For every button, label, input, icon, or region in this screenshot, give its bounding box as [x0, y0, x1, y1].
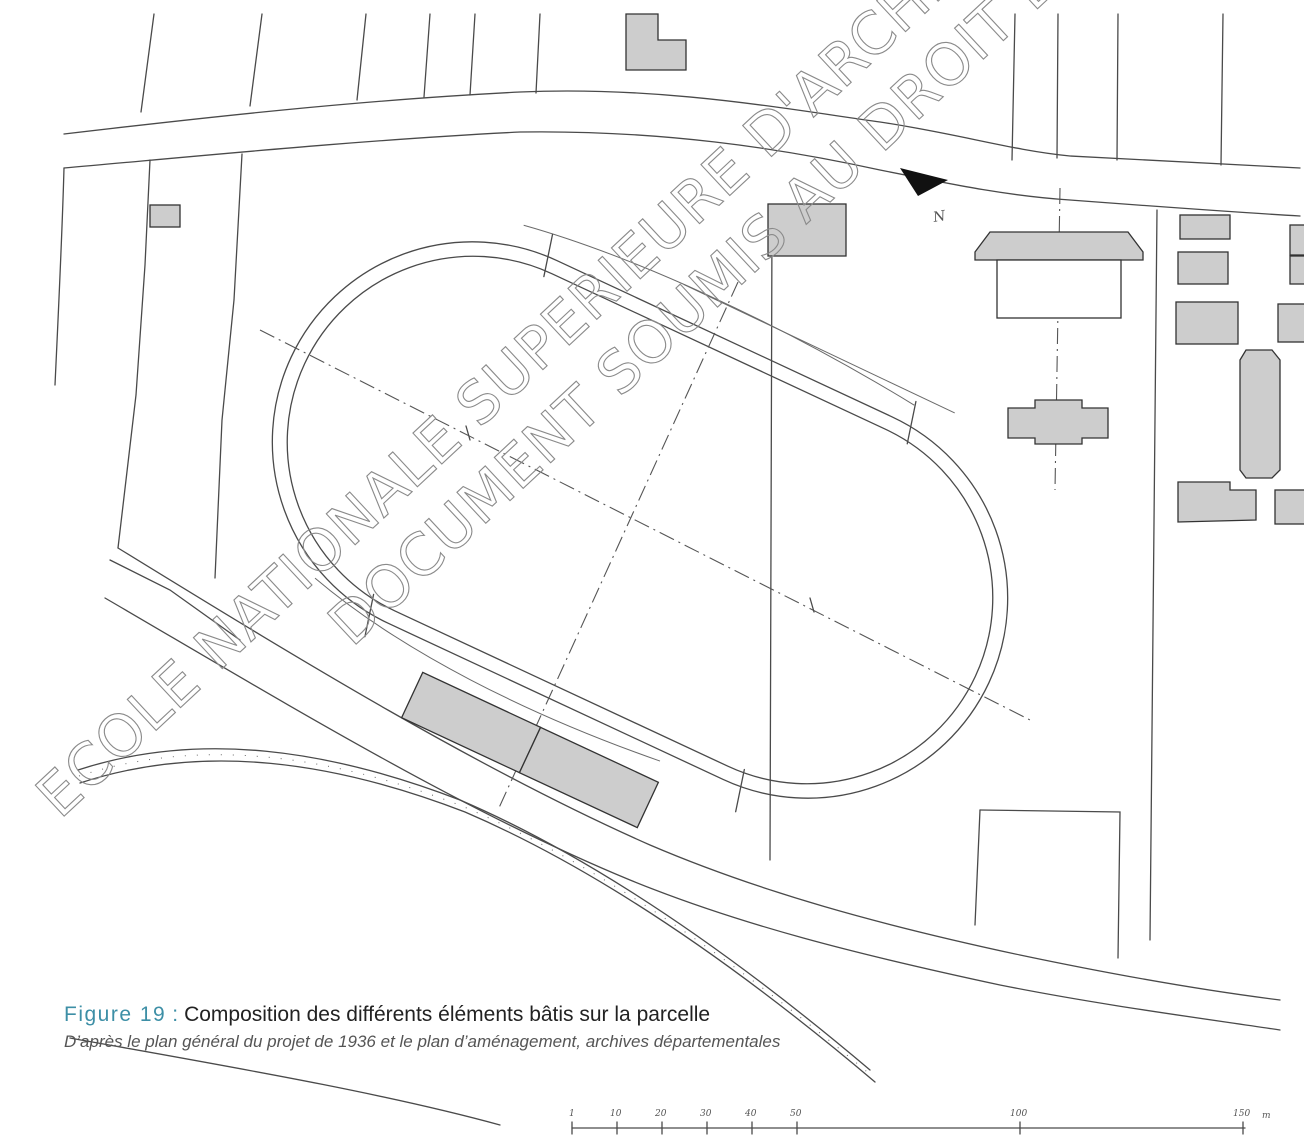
figure-separator: : — [172, 1003, 179, 1026]
railway-and-roads — [69, 547, 1281, 1126]
figure-title-line: Figure 19:Composition des différents élé… — [64, 1002, 1164, 1028]
scale-tick-label: 1 — [569, 1109, 575, 1119]
scale-tick-label: 20 — [654, 1109, 667, 1119]
parcel-lines — [54, 13, 1224, 959]
scale-bar: 1 10 20 30 40 50 100 150 m — [569, 1109, 1271, 1135]
scale-tick-label: 100 — [1010, 1109, 1027, 1119]
north-label: N — [931, 208, 948, 226]
scale-tick-label: 40 — [744, 1109, 757, 1119]
road — [63, 90, 1301, 217]
scale-unit: m — [1262, 1111, 1271, 1121]
figure-number: Figure 19 — [64, 1003, 167, 1026]
buildings — [149, 13, 1304, 829]
north-arrow-icon — [900, 168, 948, 196]
north-marker: N — [900, 168, 948, 226]
scale-tick-label: 30 — [700, 1109, 712, 1119]
scale-tick-label: 10 — [610, 1109, 622, 1119]
scale-tick-label: 150 — [1233, 1109, 1250, 1119]
figure-title: Composition des différents éléments bâti… — [184, 1003, 711, 1026]
racetrack — [271, 224, 1009, 813]
scale-tick-label: 50 — [790, 1109, 802, 1119]
figure-caption: Figure 19:Composition des différents élé… — [64, 1002, 1164, 1052]
figure-source: D’après le plan général du projet de 193… — [64, 1032, 781, 1051]
